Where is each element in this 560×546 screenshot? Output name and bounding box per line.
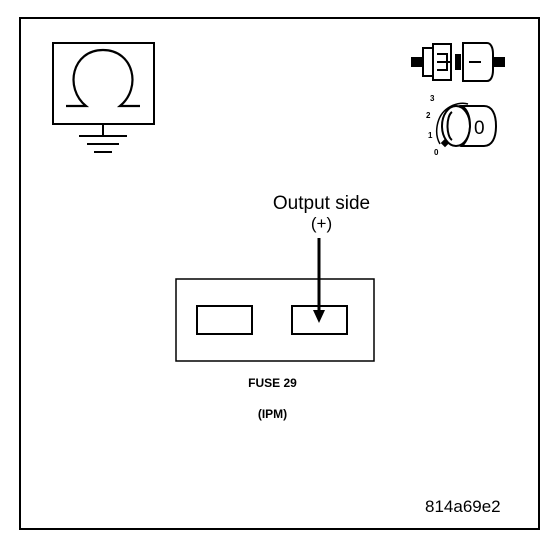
fuse-label: FUSE 29 — [248, 376, 297, 390]
probe-polarity: (+) — [310, 214, 333, 233]
ignition-position-1: 1 — [428, 131, 433, 140]
image-code: 814a69e2 — [425, 497, 501, 516]
ignition-position-0: 0 — [434, 148, 439, 157]
ignition-key-off-icon: 3 2 1 0 0 — [422, 92, 502, 164]
ignition-switch-graphic — [435, 102, 498, 148]
ignition-position-2: 2 — [426, 111, 431, 120]
probe-arrow-head — [313, 310, 325, 323]
fuse-block — [175, 238, 375, 362]
ignition-position-3: 3 — [430, 94, 435, 103]
fuse-terminal-input — [196, 305, 253, 335]
ohmmeter-icon — [52, 42, 155, 153]
ignition-key-label: 0 — [474, 118, 485, 139]
disconnected-connector-icon — [411, 42, 505, 82]
probe-label: Output side — [272, 193, 371, 214]
fuse-location: (IPM) — [257, 407, 288, 421]
